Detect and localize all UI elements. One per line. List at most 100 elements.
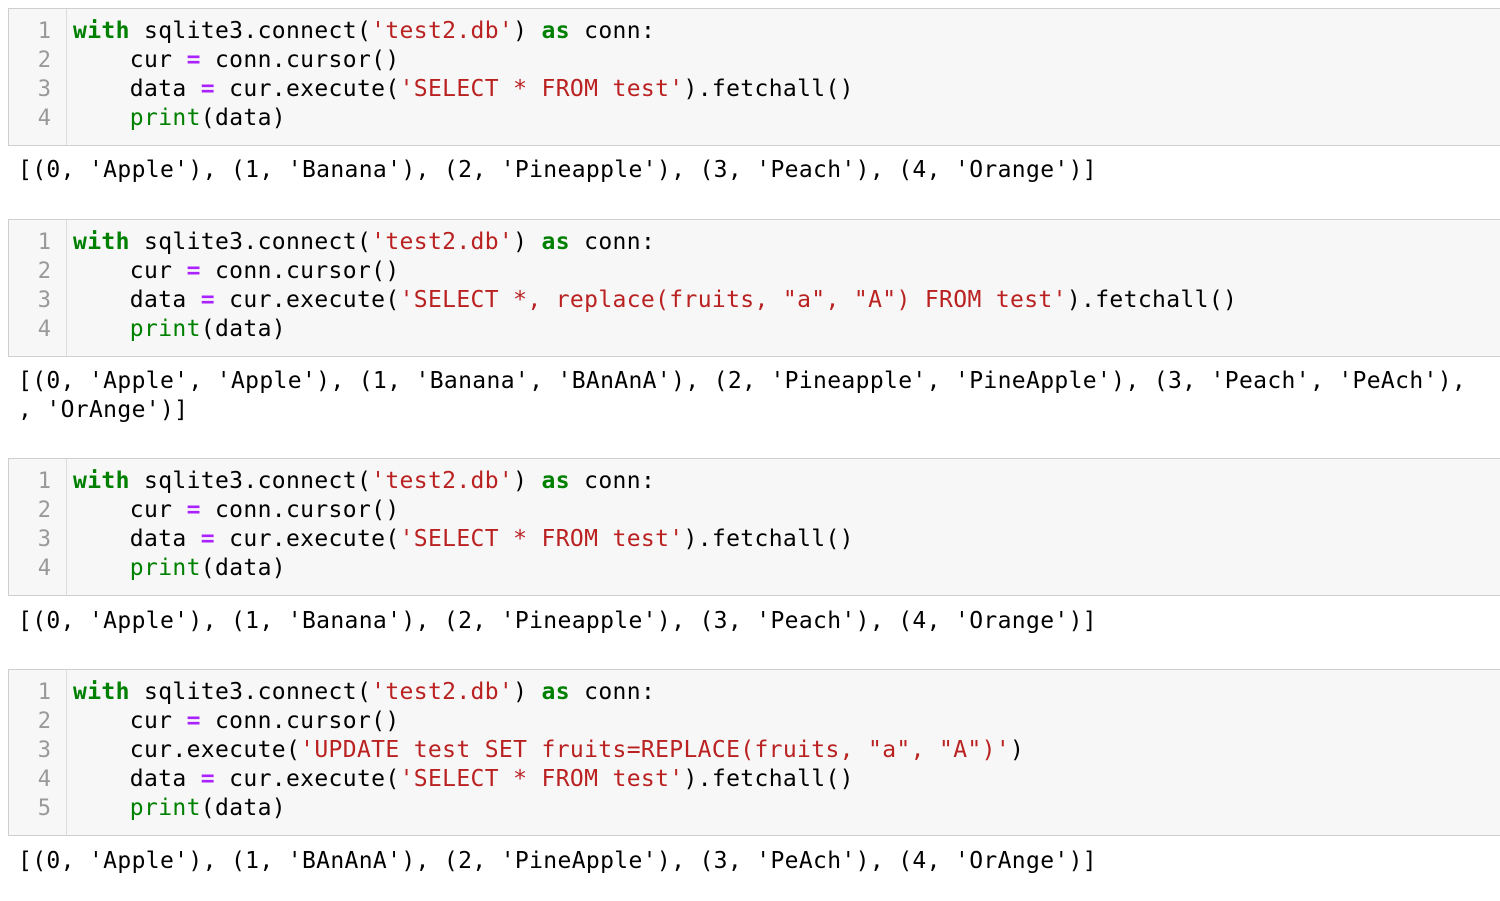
code-token: data bbox=[73, 766, 201, 792]
code-line: with sqlite3.connect('test2.db') as conn… bbox=[73, 467, 854, 496]
code-line: print(data) bbox=[73, 104, 854, 133]
code-token: ) bbox=[513, 229, 542, 255]
line-number: 2 bbox=[37, 709, 51, 734]
line-number: 1 bbox=[37, 230, 51, 255]
code-token: cur bbox=[73, 47, 187, 73]
code-token: = bbox=[200, 76, 215, 102]
line-number: 1 bbox=[37, 19, 51, 44]
line-number: 2 bbox=[37, 259, 51, 284]
code-token: 'test2.db' bbox=[371, 679, 514, 705]
code-line: cur = conn.cursor() bbox=[73, 257, 1237, 286]
code-editor-3[interactable]: with sqlite3.connect('test2.db') as conn… bbox=[67, 459, 854, 595]
line-number: 1 bbox=[37, 680, 51, 705]
code-token: = bbox=[186, 258, 201, 284]
code-token: with bbox=[73, 18, 130, 44]
code-editor-2[interactable]: with sqlite3.connect('test2.db') as conn… bbox=[67, 220, 1237, 356]
line-number: 3 bbox=[37, 738, 51, 763]
code-token: ).fetchall() bbox=[683, 526, 854, 552]
code-line: with sqlite3.connect('test2.db') as conn… bbox=[73, 228, 1237, 257]
code-token: data bbox=[73, 287, 201, 313]
code-token: conn: bbox=[569, 229, 656, 255]
cell-output-2: [(0, 'Apple', 'Apple'), (1, 'Banana', 'B… bbox=[18, 367, 1466, 425]
code-token: = bbox=[186, 708, 201, 734]
code-token: conn.cursor() bbox=[200, 708, 400, 734]
cell-output-1: [(0, 'Apple'), (1, 'Banana'), (2, 'Pinea… bbox=[18, 156, 1097, 185]
code-token: (data) bbox=[200, 555, 286, 581]
code-token: print bbox=[129, 555, 201, 581]
code-token: ) bbox=[513, 679, 542, 705]
code-token: cur.execute( bbox=[214, 287, 400, 313]
line-number: 4 bbox=[37, 556, 51, 581]
code-token: print bbox=[129, 105, 201, 131]
code-token: ) bbox=[1010, 737, 1025, 763]
code-cell-1[interactable]: 1 2 3 4 with sqlite3.connect('test2.db') as… bbox=[8, 8, 1500, 146]
code-line: data = cur.execute('SELECT *, replace(fr… bbox=[73, 286, 1237, 315]
code-token: sqlite3.connect( bbox=[129, 18, 372, 44]
code-editor-1[interactable]: with sqlite3.connect('test2.db') as conn… bbox=[67, 9, 854, 145]
code-token: ).fetchall() bbox=[683, 76, 854, 102]
code-token: 'UPDATE test SET fruits=REPLACE(fruits, … bbox=[300, 737, 1011, 763]
code-line: print(data) bbox=[73, 315, 1237, 344]
code-token: sqlite3.connect( bbox=[129, 679, 372, 705]
line-number: 3 bbox=[37, 288, 51, 313]
code-line: cur.execute('UPDATE test SET fruits=REPL… bbox=[73, 736, 1024, 765]
code-token: 'SELECT * FROM test' bbox=[399, 526, 684, 552]
code-line: data = cur.execute('SELECT * FROM test')… bbox=[73, 75, 854, 104]
code-token: (data) bbox=[200, 105, 286, 131]
code-token: conn.cursor() bbox=[200, 497, 400, 523]
code-token: cur.execute( bbox=[214, 76, 400, 102]
code-token: conn: bbox=[569, 18, 656, 44]
code-token: conn.cursor() bbox=[200, 47, 400, 73]
code-token: cur.execute( bbox=[73, 737, 301, 763]
line-number: 3 bbox=[37, 77, 51, 102]
code-token: with bbox=[73, 229, 130, 255]
output-line: [(0, 'Apple'), (1, 'Banana'), (2, 'Pinea… bbox=[18, 157, 1097, 183]
code-token: ).fetchall() bbox=[1066, 287, 1238, 313]
code-token: as bbox=[541, 229, 570, 255]
code-token bbox=[73, 105, 130, 131]
code-token: as bbox=[541, 679, 570, 705]
cell-output-4: [(0, 'Apple'), (1, 'BAnAnA'), (2, 'PineA… bbox=[18, 847, 1097, 876]
code-editor-4[interactable]: with sqlite3.connect('test2.db') as conn… bbox=[67, 670, 1024, 835]
output-line: , 'OrAnge')] bbox=[18, 397, 189, 423]
line-numbers-1: 1 2 3 4 bbox=[9, 9, 67, 145]
code-token: ) bbox=[513, 468, 542, 494]
code-token: cur bbox=[73, 708, 187, 734]
line-number: 2 bbox=[37, 498, 51, 523]
code-token bbox=[73, 555, 130, 581]
line-number: 3 bbox=[37, 527, 51, 552]
output-line: [(0, 'Apple'), (1, 'Banana'), (2, 'Pinea… bbox=[18, 608, 1097, 634]
code-token: print bbox=[129, 795, 201, 821]
code-token: as bbox=[541, 18, 570, 44]
code-line: print(data) bbox=[73, 554, 854, 583]
code-token: sqlite3.connect( bbox=[129, 468, 372, 494]
line-number: 4 bbox=[37, 106, 51, 131]
code-token: 'SELECT * FROM test' bbox=[399, 76, 684, 102]
code-line: with sqlite3.connect('test2.db') as conn… bbox=[73, 678, 1024, 707]
code-token: (data) bbox=[200, 316, 286, 342]
code-line: with sqlite3.connect('test2.db') as conn… bbox=[73, 17, 854, 46]
code-token: conn.cursor() bbox=[200, 258, 400, 284]
code-token: 'SELECT * FROM test' bbox=[399, 766, 684, 792]
line-number: 2 bbox=[37, 48, 51, 73]
code-token: data bbox=[73, 526, 201, 552]
code-token: print bbox=[129, 316, 201, 342]
code-token: 'SELECT *, replace(fruits, "a", "A") FRO… bbox=[399, 287, 1067, 313]
code-token: cur.execute( bbox=[214, 526, 400, 552]
code-line: print(data) bbox=[73, 794, 1024, 823]
code-token: data bbox=[73, 76, 201, 102]
code-token: ).fetchall() bbox=[683, 766, 854, 792]
code-token: sqlite3.connect( bbox=[129, 229, 372, 255]
code-token: = bbox=[186, 497, 201, 523]
code-token: = bbox=[200, 287, 215, 313]
code-token: ) bbox=[513, 18, 542, 44]
cell-output-3: [(0, 'Apple'), (1, 'Banana'), (2, 'Pinea… bbox=[18, 607, 1097, 636]
line-number: 4 bbox=[37, 767, 51, 792]
code-token: = bbox=[186, 47, 201, 73]
